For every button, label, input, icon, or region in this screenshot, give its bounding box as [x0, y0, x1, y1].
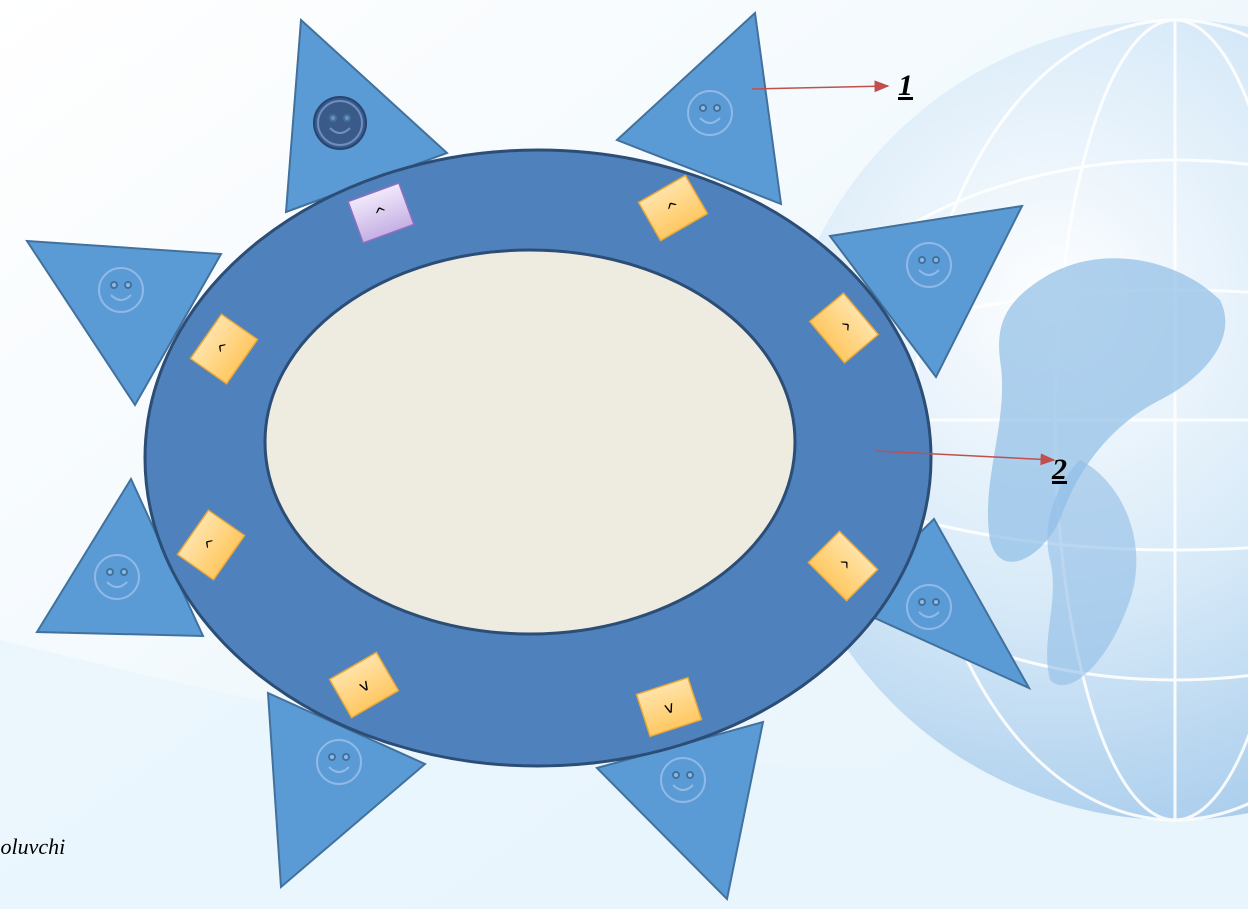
- callout-2-label: 2: [1051, 453, 1067, 486]
- note-line-2: n oluvchi: [0, 834, 65, 860]
- smiley-face-icon: [314, 97, 366, 149]
- round-table: [265, 250, 795, 634]
- callout-1-label: 1: [898, 69, 913, 102]
